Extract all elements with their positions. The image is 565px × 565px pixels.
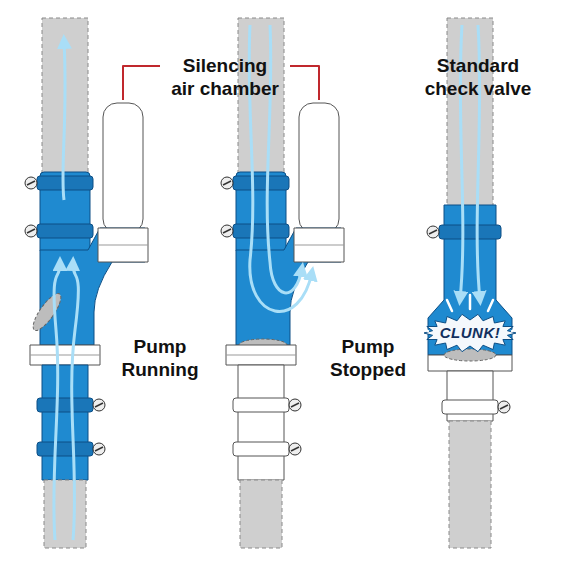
clamp-screw bbox=[221, 225, 233, 237]
clamp-screw bbox=[498, 401, 510, 413]
leader-line bbox=[123, 66, 160, 100]
state-label: Pump Stopped bbox=[329, 335, 408, 381]
valve-title: Standard check valve bbox=[423, 54, 533, 100]
state-label: Pump Running bbox=[120, 335, 200, 381]
sound-label: CLUNK! bbox=[438, 324, 502, 342]
clamp-screw bbox=[25, 225, 37, 237]
clamp-screws bbox=[25, 177, 510, 455]
running-valve bbox=[29, 18, 148, 548]
clamp-screw bbox=[93, 443, 105, 455]
clamp-screw bbox=[221, 177, 233, 189]
clamp-screw bbox=[427, 226, 439, 238]
clamp-screw bbox=[25, 177, 37, 189]
clamp-screw bbox=[289, 399, 301, 411]
leader-line bbox=[290, 66, 319, 100]
impact-burst bbox=[424, 314, 516, 351]
clamp-screw bbox=[289, 443, 301, 455]
clamp-screw bbox=[93, 399, 105, 411]
impact-burst-shape bbox=[424, 314, 516, 351]
callout-label: Silencing air chamber bbox=[170, 54, 281, 100]
